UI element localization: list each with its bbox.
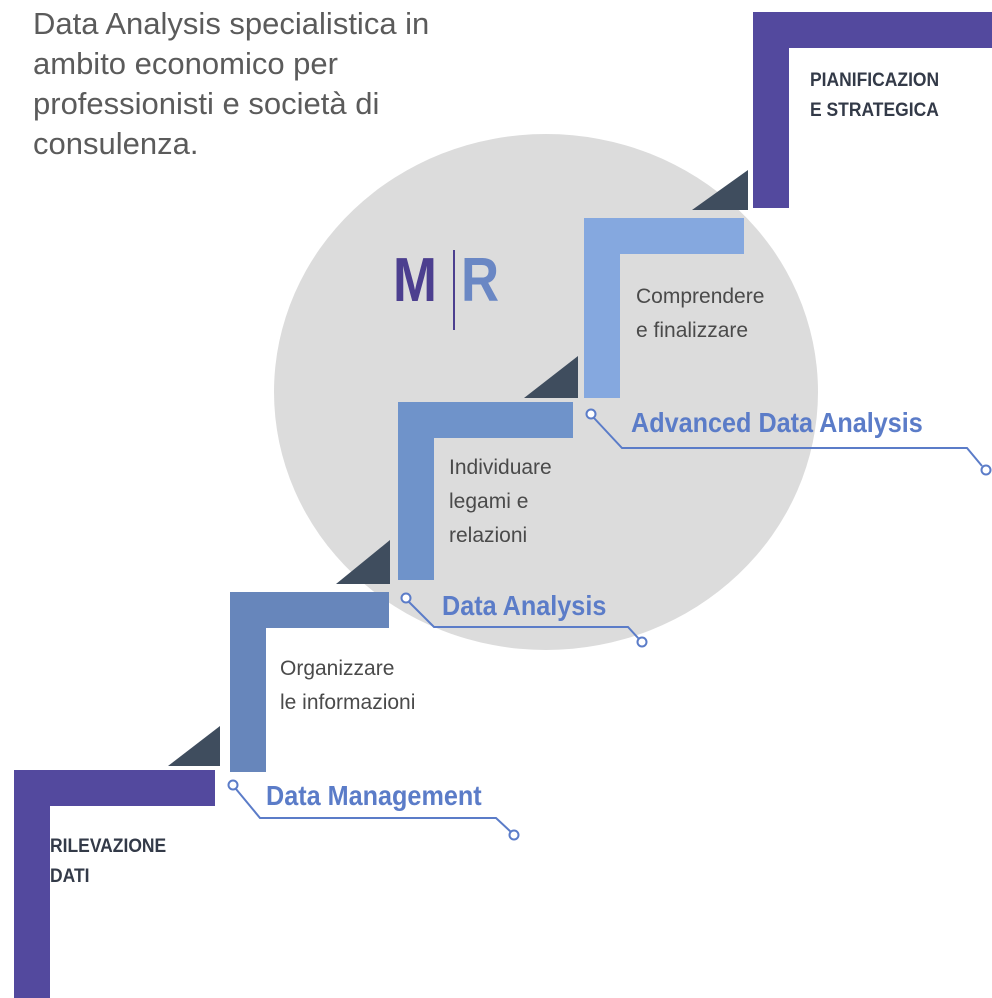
step1-line-1: Organizzare bbox=[280, 657, 395, 680]
start-stage-line-2: DATI bbox=[50, 866, 90, 887]
step1-label: Data Management bbox=[266, 780, 482, 811]
intro-line-3: professionisti e società di bbox=[33, 86, 380, 121]
step-start-shape bbox=[14, 770, 215, 998]
logo: M R bbox=[393, 234, 513, 334]
intro-line-1: Data Analysis specialistica in bbox=[33, 6, 430, 41]
step2-line-1: Individuare bbox=[449, 456, 552, 479]
step1-line-2: le informazioni bbox=[280, 691, 416, 714]
step2-line-2: legami e bbox=[449, 490, 529, 513]
step2-description: Individuare legami e relazioni bbox=[449, 451, 552, 553]
step2-shape bbox=[398, 402, 573, 580]
start-stage-title: RILEVAZIONE DATI bbox=[50, 832, 166, 892]
step2-line-3: relazioni bbox=[449, 524, 528, 547]
step3-label: Advanced Data Analysis bbox=[631, 407, 923, 438]
step3-line-2: e finalizzare bbox=[636, 319, 749, 342]
connector-data-analysis bbox=[400, 592, 648, 648]
riser-triangle-3 bbox=[524, 356, 578, 398]
intro-text: Data Analysis specialistica in ambito ec… bbox=[33, 4, 503, 164]
step-end-shape bbox=[753, 12, 992, 208]
end-stage-line-1: PIANIFICAZION bbox=[810, 70, 940, 91]
logo-letter-m: M bbox=[393, 246, 437, 315]
end-stage-line-2: E STRATEGICA bbox=[810, 100, 939, 121]
connector-advanced-data-analysis bbox=[585, 408, 992, 476]
riser-triangle-1 bbox=[168, 726, 220, 766]
end-stage-title: PIANIFICAZION E STRATEGICA bbox=[810, 66, 939, 126]
step2-label: Data Analysis bbox=[442, 590, 607, 621]
step3-line-1: Comprendere bbox=[636, 285, 765, 308]
logo-letter-r: R bbox=[461, 246, 500, 315]
riser-triangle-4 bbox=[692, 170, 748, 210]
connector-data-management bbox=[227, 779, 520, 841]
intro-line-4: consulenza. bbox=[33, 126, 199, 161]
step1-shape bbox=[230, 592, 389, 772]
intro-line-2: ambito economico per bbox=[33, 46, 338, 81]
step3-description: Comprendere e finalizzare bbox=[636, 280, 764, 348]
start-stage-line-1: RILEVAZIONE bbox=[50, 836, 167, 857]
logo-divider bbox=[453, 250, 455, 330]
riser-triangle-2 bbox=[336, 540, 390, 584]
step1-description: Organizzare le informazioni bbox=[280, 652, 415, 720]
step3-shape bbox=[584, 218, 744, 398]
